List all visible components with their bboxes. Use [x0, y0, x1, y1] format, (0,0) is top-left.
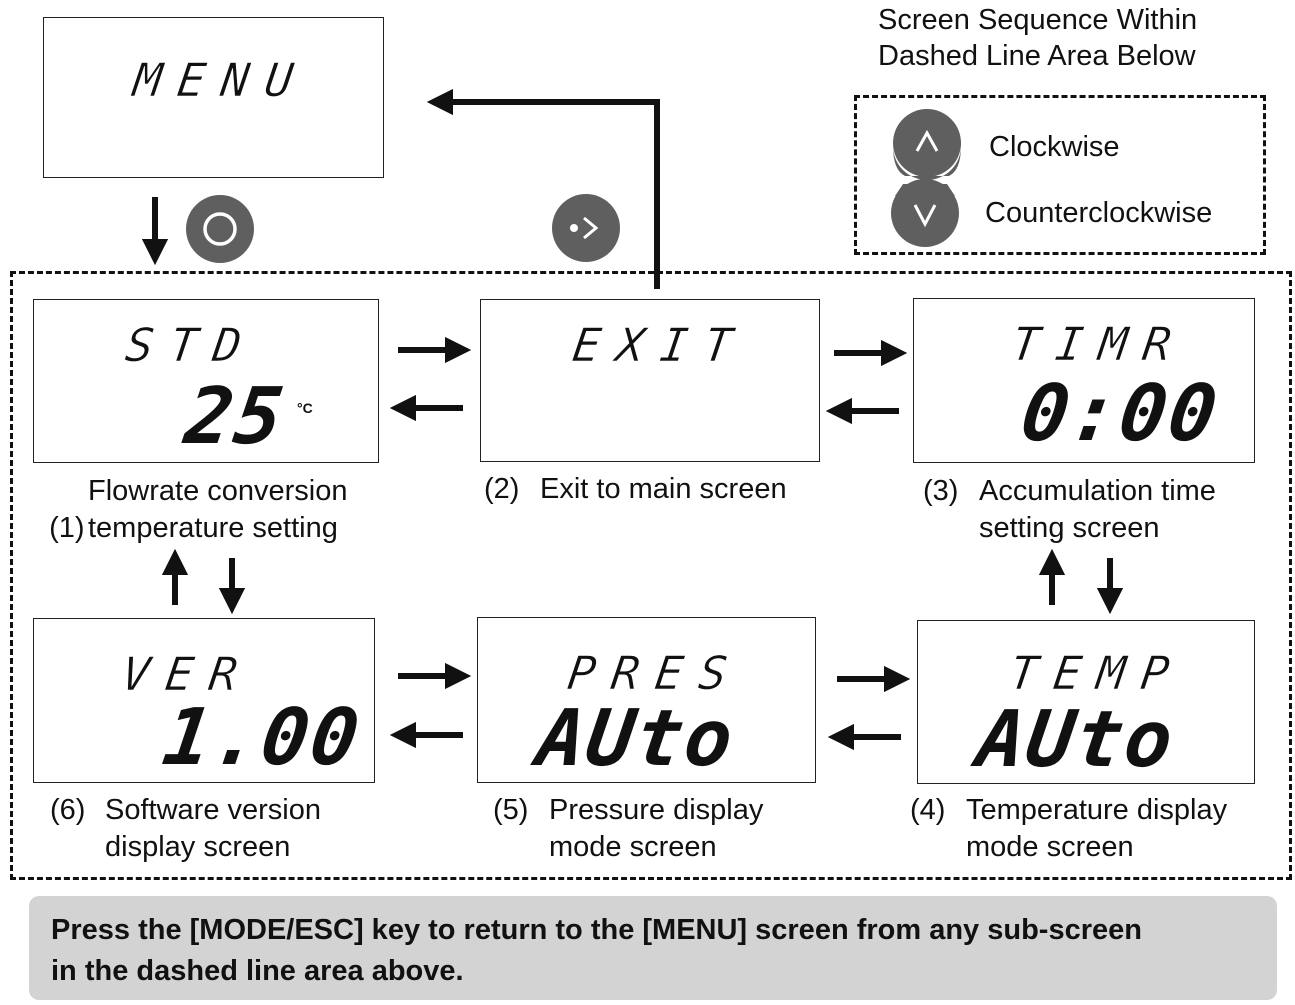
screen-1-caption-line1: Flowrate conversion [88, 475, 348, 507]
screen-3-caption-line2: setting screen [979, 512, 1160, 544]
screen-2-lcd: EXIT [480, 299, 820, 462]
screen-3-number: (3) [923, 475, 959, 507]
screen-1-caption-line2: temperature setting [88, 512, 338, 544]
screen-2-caption-line1: Exit to main screen [540, 473, 787, 505]
screen-1-number: (1) [49, 512, 85, 544]
legend-counterclockwise: Counterclockwise [985, 197, 1213, 229]
screen-5-number: (5) [493, 794, 529, 826]
up-chevron-button-icon [893, 109, 961, 180]
screen-5-caption-line1: Pressure display [549, 794, 764, 826]
legend-box [854, 95, 1266, 255]
screen-2-number: (2) [484, 473, 520, 505]
circle-button-icon [186, 195, 254, 263]
mode-esc-note: Press the [MODE/ESC] key to return to th… [29, 896, 1277, 1000]
screen-4-caption-line2: mode screen [966, 831, 1134, 863]
screen-3-lcd: TIMR 0:00 [913, 298, 1255, 463]
sequence-area [10, 271, 1292, 880]
screen-1-unit: °C [297, 400, 313, 416]
legend-title-line2: Dashed Line Area Below [878, 40, 1196, 72]
screen-1-lcd: STD 25 °C [33, 299, 379, 463]
legend-clockwise: Clockwise [989, 131, 1120, 163]
screen-5-lcd: PRES AUto [477, 617, 816, 784]
screen-6-number: (6) [50, 794, 86, 826]
down-chevron-button-icon [891, 179, 959, 247]
screen-4-number: (4) [910, 794, 946, 826]
note-line1: Press the [MODE/ESC] key to return to th… [51, 914, 1142, 946]
note-line2: in the dashed line area above. [51, 955, 464, 987]
legend-title-line1: Screen Sequence Within [878, 4, 1198, 36]
screen-5-caption-line2: mode screen [549, 831, 717, 863]
screen-6-lcd: VER 1.00 [33, 618, 375, 783]
arrow-exit-to-menu [426, 88, 660, 289]
screen-4-lcd: TEMP AUto [917, 620, 1255, 785]
menu-screen: MENU [43, 17, 384, 178]
screen-6-caption-line1: Software version [105, 794, 321, 826]
screen-1-caption: (1) [33, 473, 85, 547]
dot-arrow-button-icon [552, 194, 620, 262]
screen-6-caption-line2: display screen [105, 831, 291, 863]
screen-3-caption-line1: Accumulation time [979, 475, 1216, 507]
screen-4-caption-line1: Temperature display [966, 794, 1228, 826]
